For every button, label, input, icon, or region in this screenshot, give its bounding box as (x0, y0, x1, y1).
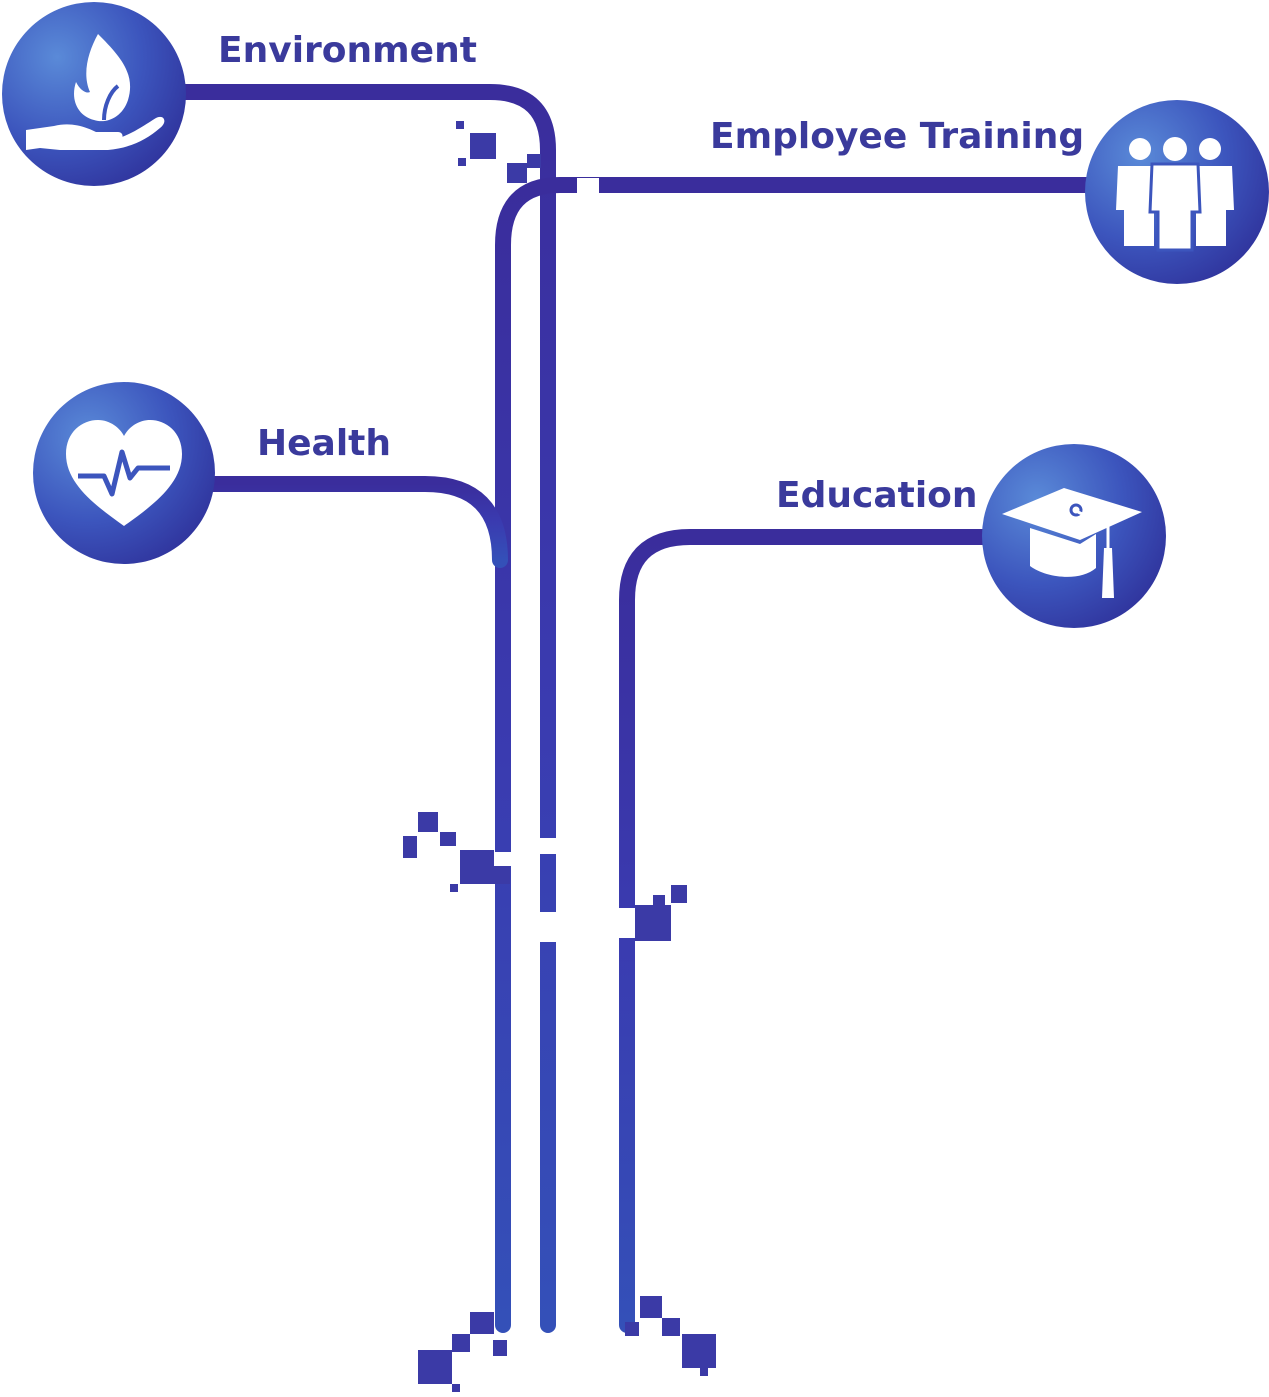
education-label: Education (776, 475, 978, 516)
heart-pulse-icon (66, 420, 182, 526)
branch-lines (172, 84, 1108, 1333)
health-branch-line (202, 476, 508, 568)
education-branch-line (619, 529, 1003, 1333)
employee-training-label: Employee Training (710, 116, 1084, 157)
hand-flame-icon (26, 34, 165, 150)
health-node: Health (33, 382, 391, 564)
employee-training-branch-line (495, 177, 1108, 1333)
environment-branch-line (172, 84, 556, 1333)
graduation-cap-icon (1002, 488, 1142, 598)
pixel-decorations (403, 121, 716, 1392)
environment-node: Environment (2, 2, 477, 186)
trunk-gaps (493, 178, 639, 982)
employee-training-node: Employee Training (710, 100, 1269, 284)
education-node: Education (776, 444, 1166, 628)
environment-label: Environment (218, 30, 477, 71)
people-group-icon (1116, 137, 1234, 252)
health-label: Health (257, 423, 391, 464)
